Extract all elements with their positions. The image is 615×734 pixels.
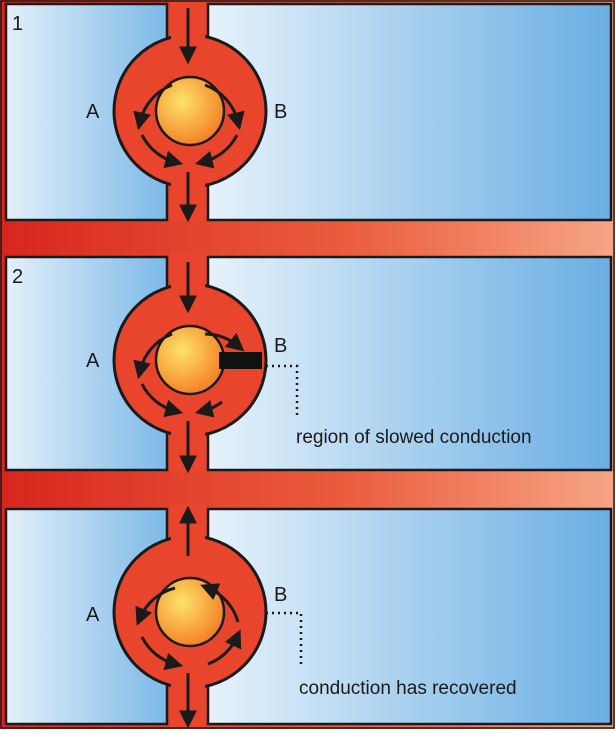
panel-1-number: 1 — [12, 13, 23, 35]
panel-2-annotation: region of slowed conduction — [296, 427, 532, 448]
panel-3-inexcitable-core — [156, 578, 224, 646]
panel-1: 1 A B — [6, 0, 611, 222]
panel-2: 2 A B region of slowed conduction — [6, 253, 611, 473]
panel-3: A B conduction has recovered — [6, 505, 611, 729]
panel-2-label-b: B — [274, 335, 287, 357]
panel-3-label-b: B — [274, 584, 287, 606]
panel-1-label-a: A — [86, 101, 100, 123]
panel-3-annotation: conduction has recovered — [299, 678, 517, 699]
panel-1-right-cell — [208, 4, 611, 220]
panel-2-label-a: A — [86, 350, 100, 372]
slowed-conduction-block — [219, 352, 262, 369]
panel-3-label-a: A — [86, 604, 100, 626]
panel-2-number: 2 — [12, 266, 23, 288]
panel-1-label-b: B — [274, 101, 287, 123]
